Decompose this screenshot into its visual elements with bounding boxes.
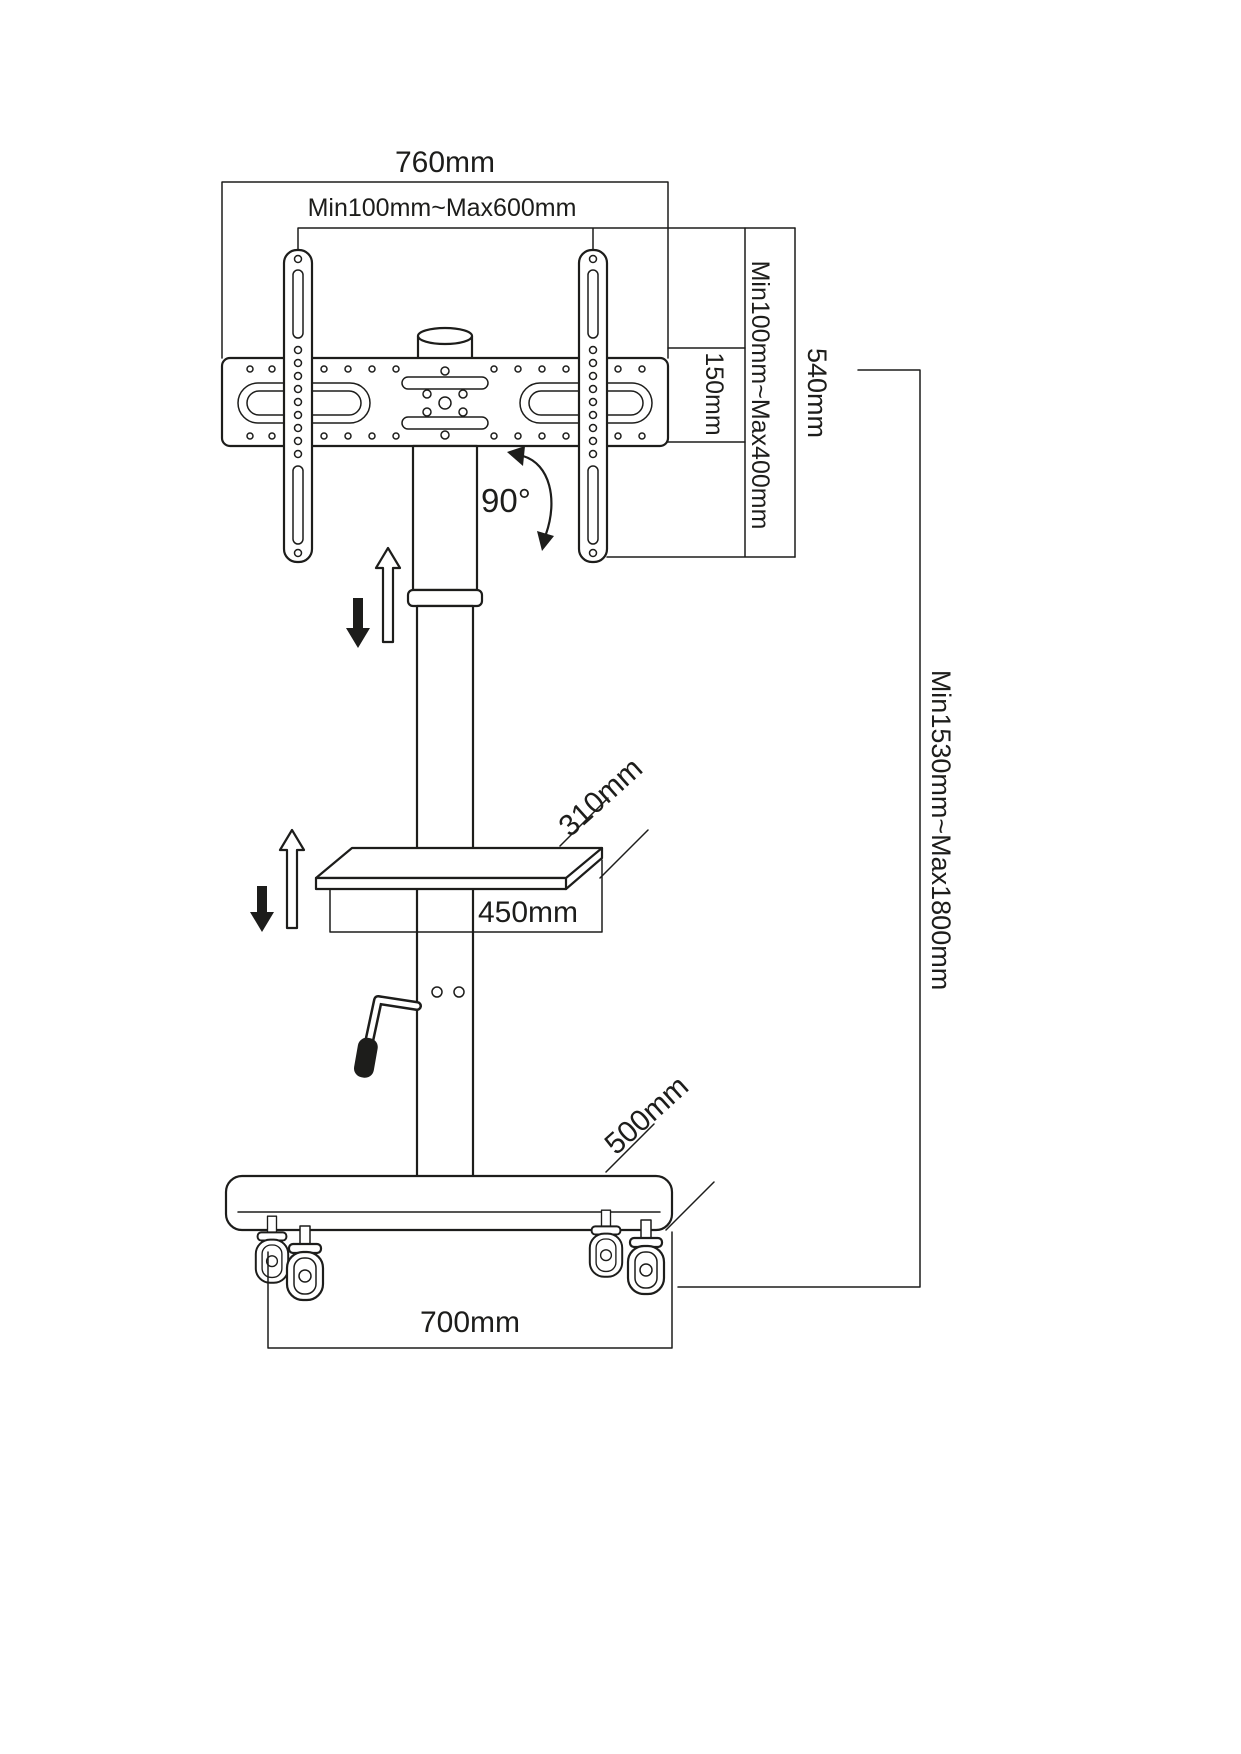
crank-handle-grip (353, 1037, 378, 1078)
rotation-arrow-icon (521, 454, 553, 536)
shelf-width-label: 450mm (478, 896, 578, 929)
dimension-overall-height: Min1530mm~Max1800mm (677, 369, 956, 1288)
bracket-total-height-label: 540mm (802, 348, 832, 438)
dimension-top-width: 760mm (221, 146, 669, 359)
shelf-depth-label: 310mm (553, 752, 649, 843)
lower-arrow-icon (346, 598, 370, 648)
pole-lower-tube (415, 604, 475, 1188)
telescoping-pole (406, 444, 484, 1188)
overall-height-label: Min1530mm~Max1800mm (926, 670, 956, 990)
rail-hole-row-bottom (246, 432, 646, 440)
swivel-angle-label: 90° (481, 482, 531, 519)
base-width-label: 700mm (420, 1306, 520, 1339)
raise-arrow-icon (374, 546, 402, 644)
dimension-bracket-width: Min100mm~Max600mm (297, 194, 796, 251)
top-width-label: 760mm (395, 146, 495, 179)
rail-height-label: 150mm (700, 352, 728, 435)
dimension-bracket-height: Min100mm~Max400mm (606, 227, 796, 558)
pole-upper-tube (411, 444, 479, 592)
caster-wheel-rear-left (254, 1215, 290, 1284)
pole-height-arrows (346, 546, 402, 648)
height-crank (353, 986, 465, 1078)
base-depth-label: 500mm (599, 1070, 695, 1161)
base-platform (224, 1174, 674, 1232)
bracket-height-label: Min100mm~Max400mm (746, 261, 774, 530)
dimension-shelf-width: 450mm (329, 859, 603, 933)
middle-shelf (314, 846, 604, 891)
dimension-rail-height: 150mm (667, 347, 746, 443)
swivel-indicator: 90° (481, 446, 554, 551)
shelf-height-arrows (250, 828, 306, 932)
pole-collar (406, 588, 484, 608)
diagram-root: 90° (220, 146, 956, 1349)
right-vesa-strap (577, 248, 609, 564)
caster-wheel-front-right (626, 1219, 666, 1296)
shelf-lower-arrow-icon (250, 886, 274, 932)
dimension-base-width: 700mm (267, 1231, 673, 1349)
caster-wheel-front-left (285, 1225, 325, 1302)
bracket-width-label: Min100mm~Max600mm (308, 194, 577, 222)
left-vesa-strap (282, 248, 314, 564)
rail-center-holes (422, 366, 468, 440)
caster-wheel-rear-right (588, 1209, 624, 1278)
rail-hole-row-top (246, 365, 646, 373)
shelf-raise-arrow-icon (278, 828, 306, 930)
dimension-bracket-total-height: 540mm (794, 227, 832, 558)
